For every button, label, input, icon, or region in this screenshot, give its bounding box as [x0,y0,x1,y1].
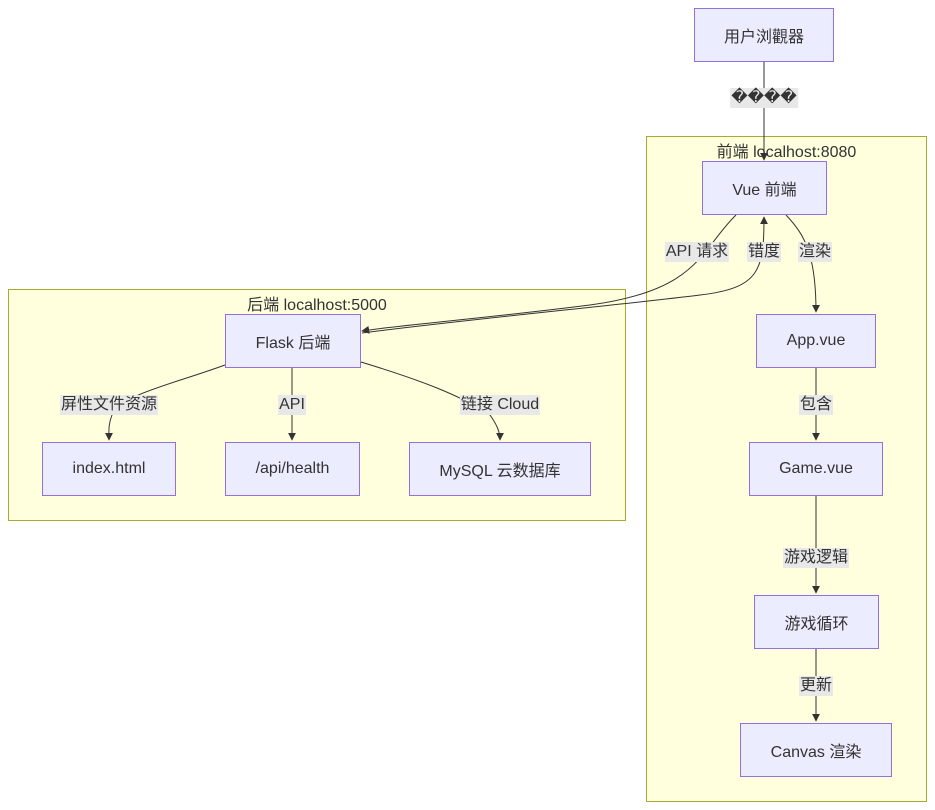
node-flask[interactable]: Flask 后端 [225,314,361,368]
edge-label-vue-app: 渲染 [797,242,833,262]
node-canvas[interactable]: Canvas 渲染 [740,723,892,777]
edge-label-browser-vue: ���� [730,88,798,108]
edge-flask-vue [361,216,768,334]
node-browser[interactable]: 用户浏觀器 [694,8,834,62]
node-health[interactable]: /api/health [225,442,360,496]
node-vue[interactable]: Vue 前端 [702,161,827,215]
node-index-label: index.html [72,460,146,477]
frontend-cluster-title: 前端 localhost:8080 [716,144,857,161]
edge-vue-flask [361,214,737,334]
node-app-label: App.vue [786,332,846,349]
node-browser-label: 用户浏觀器 [723,29,804,46]
node-flask-label: Flask 后端 [255,335,331,352]
node-game-label: Game.vue [779,460,853,477]
node-mysql[interactable]: MySQL 云数据库 [409,442,591,496]
node-app[interactable]: App.vue [756,314,876,368]
node-vue-label: Vue 前端 [732,182,797,199]
node-game[interactable]: Game.vue [749,442,883,496]
node-health-label: /api/health [255,460,330,477]
backend-cluster-title: 后端 localhost:5000 [247,297,387,314]
edge-label-loop-canvas: 更新 [798,676,834,696]
edge-vue-app [785,214,820,313]
edge-label-flask-vue: 错度 [746,242,782,262]
node-loop[interactable]: 游戏循环 [754,595,879,649]
edge-label-flask-index: 屏性文件资源 [59,395,159,415]
edge-label-vue-flask: API 请求 [664,242,730,262]
node-index[interactable]: index.html [42,442,176,496]
edge-label-flask-health: API [278,395,306,415]
node-loop-label: 游戏循环 [784,616,849,633]
edge-label-app-game: 包含 [798,395,834,415]
node-mysql-label: MySQL 云数据库 [439,463,561,480]
node-canvas-label: Canvas 渲染 [770,744,862,761]
edge-label-flask-mysql: 链接 Cloud [459,395,541,415]
edge-label-game-loop: 游戏逻辑 [782,548,850,568]
